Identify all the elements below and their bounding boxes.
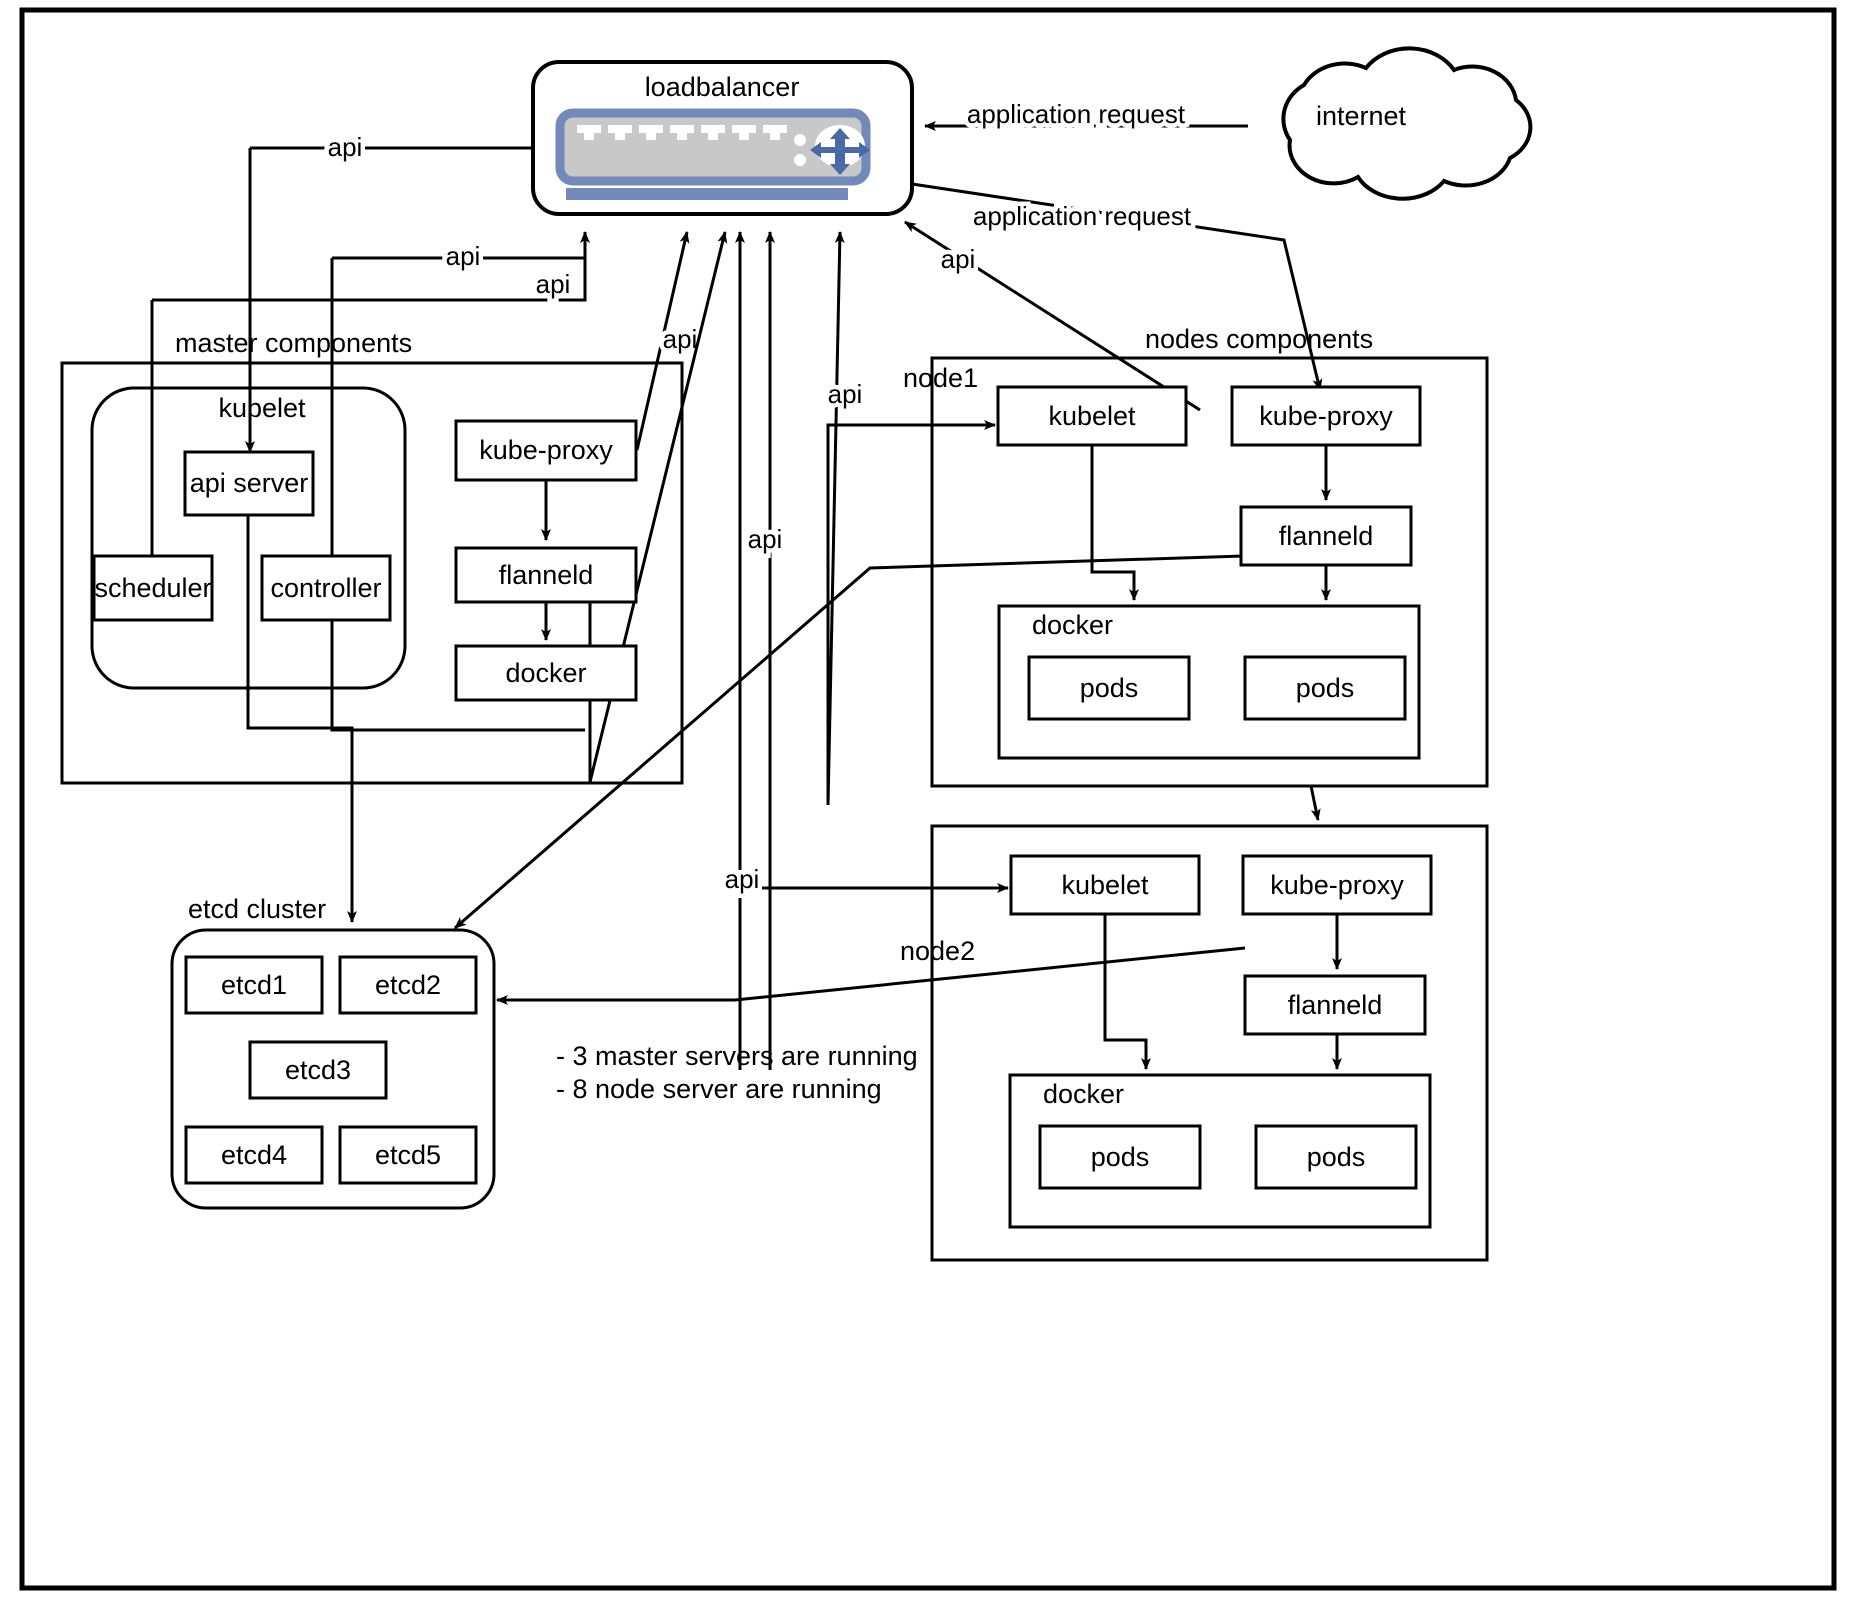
box-controller[interactable] [260,554,392,622]
node1-kube-proxy-box[interactable] [1230,385,1422,447]
node1-kubelet-label: kubelet [1048,401,1136,431]
edge-lb-to-node1-kubeproxy [911,182,1323,391]
edge-api-to-node1-kubelet [826,420,996,805]
note-line-2: - 8 node server are running [556,1074,882,1104]
node2-pods-label-2: pods [1307,1142,1366,1172]
node1-kubelet-box[interactable] [996,385,1188,447]
box-master-docker-label: docker [505,658,586,688]
edge-node2-to-etcd [496,946,1246,1005]
node2-kube-proxy-label: kube-proxy [1270,870,1404,900]
box-controller-label: controller [270,573,381,603]
box-master-kube-proxy-label: kube-proxy [479,435,613,465]
node2-group [930,824,1489,1262]
etcd-box-5[interactable] [338,1125,478,1185]
outer-frame [19,7,1837,1591]
edge-node1-to-lb-api [826,231,845,806]
edge-node1-to-node2 [1309,785,1321,821]
box-api-server[interactable] [183,450,315,517]
edge-master-kubeproxy-to-lb [635,231,690,451]
etcd-label-2: etcd2 [375,970,441,1000]
kubernetes-loadbalancer-logo-icon [810,125,870,175]
nodes-components-label: nodes components [1145,324,1373,354]
box-master-flanneld[interactable] [454,546,638,604]
node1-pods-box-1[interactable] [1027,655,1191,721]
note-line-1: - 3 master servers are running [556,1041,918,1071]
edge-node2-kubelet-docker [1103,914,1151,1070]
node2-kubelet-box[interactable] [1009,854,1201,916]
node1-pods-box-2[interactable] [1243,655,1407,721]
edge-label-api-7: api [725,864,760,894]
box-scheduler[interactable] [92,554,214,622]
node2-flanneld-label: flanneld [1288,990,1383,1020]
etcd-box-4[interactable] [184,1125,324,1185]
node1-flanneld-label: flanneld [1279,521,1374,551]
edge-node1-flanneld-to-etcd [454,554,1244,930]
box-api-server-label: api server [190,468,309,498]
edge-api-left-2b [152,231,590,302]
edge-label-api-6: api [828,379,863,409]
node2-pods-box-1[interactable] [1038,1124,1202,1190]
etcd-label-1: etcd1 [221,970,287,1000]
edge-label-application-request-2: application request [973,201,1192,231]
loadbalancer-label: loadbalancer [645,72,800,102]
edge-label-api-node1: api [941,244,976,274]
etcd-label-3: etcd3 [285,1055,351,1085]
node1-label: node1 [903,363,978,393]
etcd-box-1[interactable] [184,955,324,1015]
node1-kube-proxy-label: kube-proxy [1259,401,1393,431]
node2-flanneld-box[interactable] [1243,974,1427,1036]
etcd-label-5: etcd5 [375,1140,441,1170]
node1-pods-label-1: pods [1080,673,1139,703]
box-scheduler-label: scheduler [94,573,211,603]
edge-node1-kubelet-docker [1090,445,1139,601]
node2-docker-group [1008,1073,1432,1229]
edge-api-left-3b [330,258,585,732]
edge-label-api-1: api [328,132,363,162]
etcd-box-2[interactable] [338,955,478,1015]
etcd-cluster-label: etcd cluster [188,894,326,924]
node1-docker-group [997,604,1421,760]
node2-kubelet-label: kubelet [1061,870,1149,900]
internet-label: internet [1316,101,1407,131]
box-master-docker[interactable] [454,644,638,702]
node1-pods-label-2: pods [1296,673,1355,703]
master-components-group [60,361,684,785]
cloud-icon [1281,46,1533,201]
etcd-cluster-group [170,928,496,1210]
node2-docker-label: docker [1043,1079,1124,1109]
network-switch-icon [555,108,871,200]
etcd-label-4: etcd4 [221,1140,287,1170]
master-components-label: master components [175,328,412,358]
master-kubelet-group [90,386,407,690]
node2-label: node2 [900,936,975,966]
etcd-box-3[interactable] [248,1040,388,1100]
node2-pods-box-2[interactable] [1254,1124,1418,1190]
box-master-flanneld-label: flanneld [499,560,594,590]
node2-pods-label-1: pods [1091,1142,1150,1172]
edge-label-application-request-1: application request [967,99,1186,129]
node1-docker-label: docker [1032,610,1113,640]
node1-group [930,356,1489,788]
master-kubelet-label: kubelet [218,393,306,423]
edge-api-to-node2-kubelet [738,883,1009,1070]
edge-node1-kubelet-to-lb [904,220,1201,412]
edge-label-api-5: api [748,524,783,554]
node1-flanneld-box[interactable] [1239,505,1413,567]
edge-label-api-2: api [446,241,481,271]
edge-label-api-4: api [663,324,698,354]
edge-apiserver-to-etcd [246,515,357,923]
edge-label-api-3: api [536,269,571,299]
